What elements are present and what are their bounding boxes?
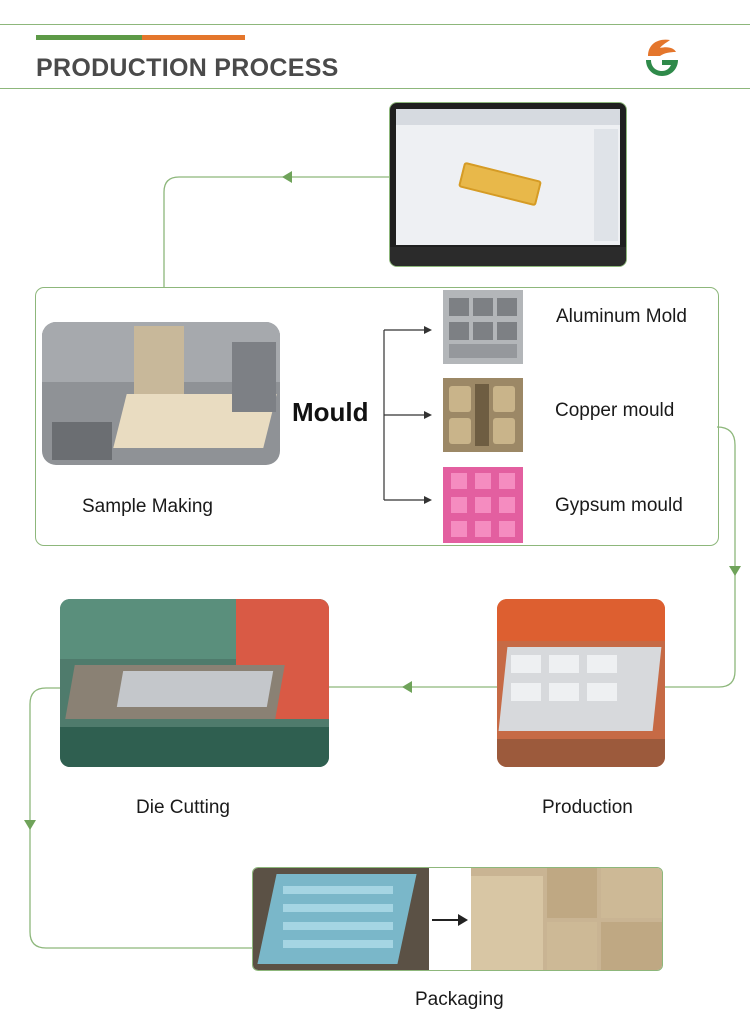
- sample-mould-panel: [35, 287, 719, 546]
- header-bottom-rule: [0, 88, 750, 89]
- header-top-rule: [0, 24, 750, 25]
- cad-monitor-photo: [389, 102, 627, 267]
- aluminum-mold-label: Aluminum Mold: [556, 306, 687, 327]
- mould-label: Mould: [292, 397, 369, 427]
- die-cutting-photo: [60, 599, 329, 767]
- die-cutting-label: Die Cutting: [136, 797, 230, 818]
- production-label: Production: [542, 797, 633, 818]
- cartons-photo: [471, 868, 662, 970]
- copper-mould-photo: [443, 378, 523, 452]
- production-photo: [497, 599, 665, 767]
- packaging-label: Packaging: [415, 989, 504, 1010]
- sample-making-label: Sample Making: [82, 496, 213, 517]
- gypsum-mould-label: Gypsum mould: [555, 495, 683, 516]
- header-accent-green: [36, 35, 142, 40]
- leaf-logo-icon: [646, 39, 678, 76]
- arrow-right-icon: [432, 914, 468, 926]
- gypsum-mould-photo: [443, 467, 523, 543]
- aluminum-mold-photo: [443, 290, 523, 364]
- page-title: PRODUCTION PROCESS: [36, 54, 339, 82]
- copper-mould-label: Copper mould: [555, 400, 675, 421]
- blister-box-photo: [253, 868, 429, 970]
- header-accent-orange: [142, 35, 245, 40]
- cnc-machine-photo: [42, 322, 280, 465]
